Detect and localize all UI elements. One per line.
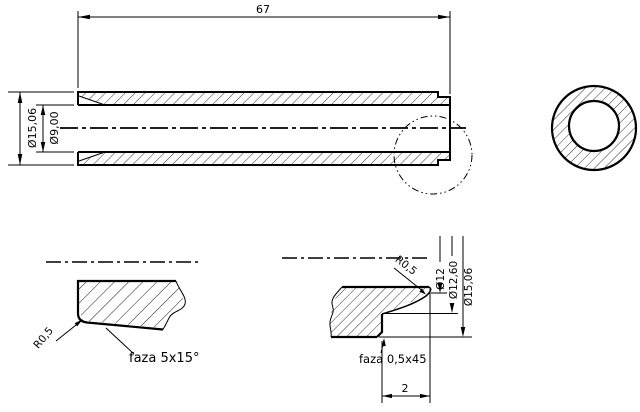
end-view-hatch — [552, 86, 636, 170]
leader-arrowhead — [419, 288, 426, 295]
arrowhead-right — [438, 14, 450, 20]
detail-right-dim-lines — [439, 236, 464, 328]
detail-indicator-circle — [393, 115, 473, 195]
outer-diameter-label: Ø15,06 — [26, 108, 39, 148]
top-wall-hatch — [78, 92, 450, 105]
detail-right-break-line — [329, 286, 343, 338]
arrowhead-down — [17, 154, 23, 165]
detail-right-curve — [381, 286, 432, 315]
arrowhead-dia1506 — [460, 327, 466, 337]
end-view-outer-circle — [550, 84, 638, 172]
detail-right-chamfer-label: faza 0,5x45 — [359, 352, 427, 366]
detail-left-outline — [76, 279, 176, 331]
main-section-view — [60, 91, 473, 195]
arrowhead-right — [420, 393, 430, 399]
detail-left-break-line — [162, 280, 186, 330]
detail-left-chamfer-label: faza 5x15° — [129, 351, 199, 366]
detail-right-hatch — [330, 287, 429, 336]
detail-right-outline — [331, 285, 429, 339]
inner-diameter-dimension: Ø9,00 — [36, 104, 74, 153]
detail-right-extension-lines — [379, 289, 472, 403]
detail-left-chamfer-leader — [105, 327, 135, 355]
end-view-bore-circle — [567, 99, 621, 153]
arrowhead-up — [17, 92, 23, 103]
arrowhead-dia1260 — [449, 303, 455, 313]
arrowhead-left — [78, 14, 90, 20]
detail-view-right: Ø12 Ø12,60 Ø15,06 R0,5 faza 0,5x45 2 — [282, 236, 475, 403]
left-chamfer-lines — [78, 95, 106, 162]
length-dimension: 67 — [77, 3, 451, 94]
detail-right-dia-outer-label: Ø15,06 — [463, 268, 475, 307]
leader-arrowhead — [381, 338, 386, 347]
detail-left-radius-label: R0,5 — [31, 325, 56, 351]
detail-right-dia-inner-label: Ø12 — [435, 268, 447, 290]
outer-diameter-dimension: Ø15,06 — [8, 91, 74, 166]
detail-right-dia-step-label: Ø12,60 — [448, 261, 460, 299]
end-view — [550, 84, 638, 172]
arrowhead-dia12 — [437, 283, 443, 293]
bottom-wall-hatch — [78, 152, 450, 165]
arrowhead-left — [382, 393, 392, 399]
detail-right-radius-leader — [393, 267, 425, 293]
arrowhead-up — [40, 105, 46, 115]
detail-view-left: R0,5 faza 5x15° — [31, 261, 202, 366]
step-length-label: 2 — [402, 382, 409, 395]
detail-left-hatch — [78, 281, 184, 328]
detail-right-radius-label: R0,5 — [393, 254, 419, 278]
length-dimension-label: 67 — [256, 3, 270, 16]
arrowhead-down — [40, 142, 46, 152]
leader-arrowhead — [74, 319, 83, 327]
inner-diameter-label: Ø9,00 — [48, 111, 61, 144]
